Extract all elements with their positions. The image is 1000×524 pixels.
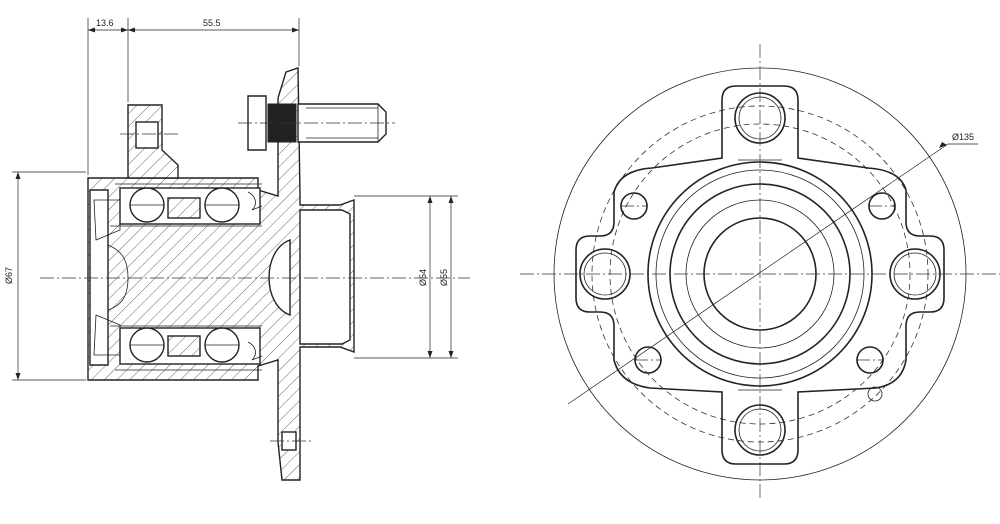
hub-flange-outline [575, 85, 945, 465]
dim-hub-length: 55.5 [203, 18, 221, 28]
seal-lip-upper [93, 199, 121, 241]
dim-outer-diameter: Ø67 [4, 267, 14, 284]
section-view: 13.6 55.5 Ø67 Ø54 Ø55 [4, 18, 470, 481]
dim-flange-offset: 13.6 [96, 18, 114, 28]
lower-flange-seal [247, 341, 263, 361]
upper-flange-seal [247, 191, 263, 211]
dim-bolt-circle: Ø135 [952, 132, 974, 142]
locator-pin [867, 386, 883, 402]
lower-cage [167, 335, 201, 357]
bolt-circle-leader [567, 143, 949, 405]
dim-bore-diameter: Ø55 [439, 269, 449, 286]
knuckle-bolt-hole [135, 121, 159, 149]
dim-pilot-diameter: Ø54 [418, 269, 428, 286]
left-seal-cavity [89, 189, 109, 366]
central-recess [268, 239, 291, 316]
front-view: Ø135 [520, 44, 1000, 500]
upper-cage [167, 197, 201, 219]
seal-lip-lower [93, 314, 121, 356]
hub-bore [299, 209, 351, 345]
